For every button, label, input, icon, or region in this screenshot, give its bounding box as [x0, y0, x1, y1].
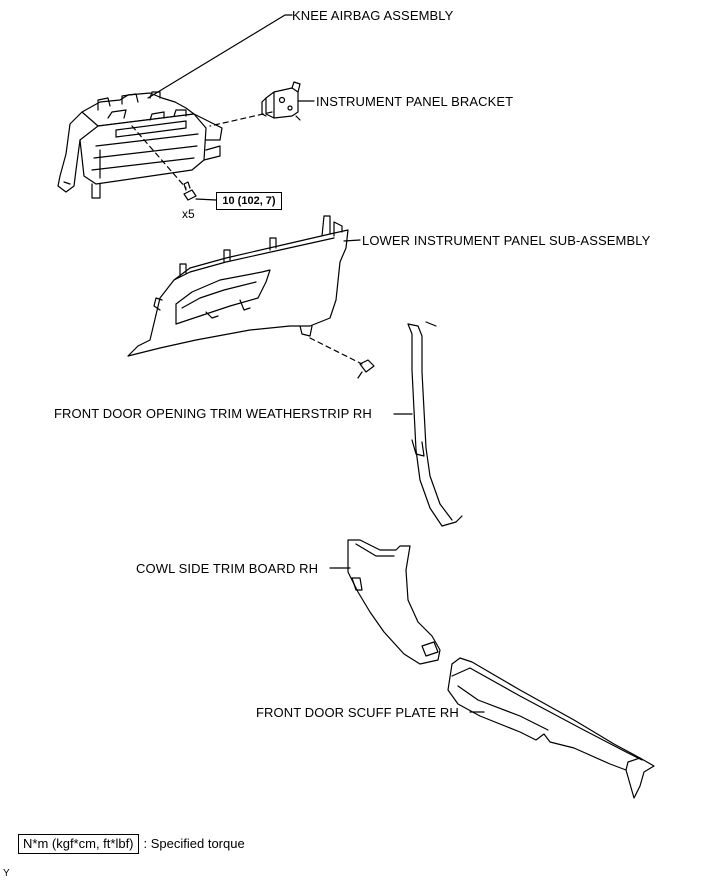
label-knee-airbag-assembly: KNEE AIRBAG ASSEMBLY [292, 8, 454, 23]
label-weatherstrip: FRONT DOOR OPENING TRIM WEATHERSTRIP RH [54, 406, 372, 421]
label-lower-instrument-panel: LOWER INSTRUMENT PANEL SUB-ASSEMBLY [362, 233, 651, 248]
torque-legend: N*m (kgf*cm, ft*lbf) : Specified torque [18, 834, 245, 854]
label-cowl-side-trim: COWL SIDE TRIM BOARD RH [136, 561, 319, 576]
cowl-side-trim-drawing [347, 539, 441, 665]
label-scuff-plate: FRONT DOOR SCUFF PLATE RH [256, 705, 459, 720]
alignment-line-bolt [131, 125, 187, 189]
screw-drawing [357, 359, 375, 379]
corner-mark: Y [3, 868, 10, 879]
alignment-line-bracket [209, 111, 273, 127]
instrument-panel-bracket-drawing [261, 81, 301, 121]
legend-unit-box: N*m (kgf*cm, ft*lbf) [18, 834, 139, 854]
label-instrument-panel-bracket: INSTRUMENT PANEL BRACKET [316, 94, 514, 109]
bolt-drawing [183, 181, 197, 201]
legend-description: : Specified torque [143, 836, 245, 851]
weatherstrip-drawing [407, 321, 463, 527]
torque-value-box: 10 (102, 7) [216, 192, 282, 210]
leader-lower-panel [343, 239, 361, 242]
scuff-plate-drawing [447, 657, 655, 799]
knee-airbag-assembly-drawing [57, 91, 223, 199]
bolt-quantity: x5 [182, 207, 195, 221]
leader-knee-airbag [147, 14, 293, 99]
leader-torque [195, 198, 217, 201]
alignment-line-screw [309, 337, 363, 365]
lower-instrument-panel-drawing [127, 215, 349, 357]
